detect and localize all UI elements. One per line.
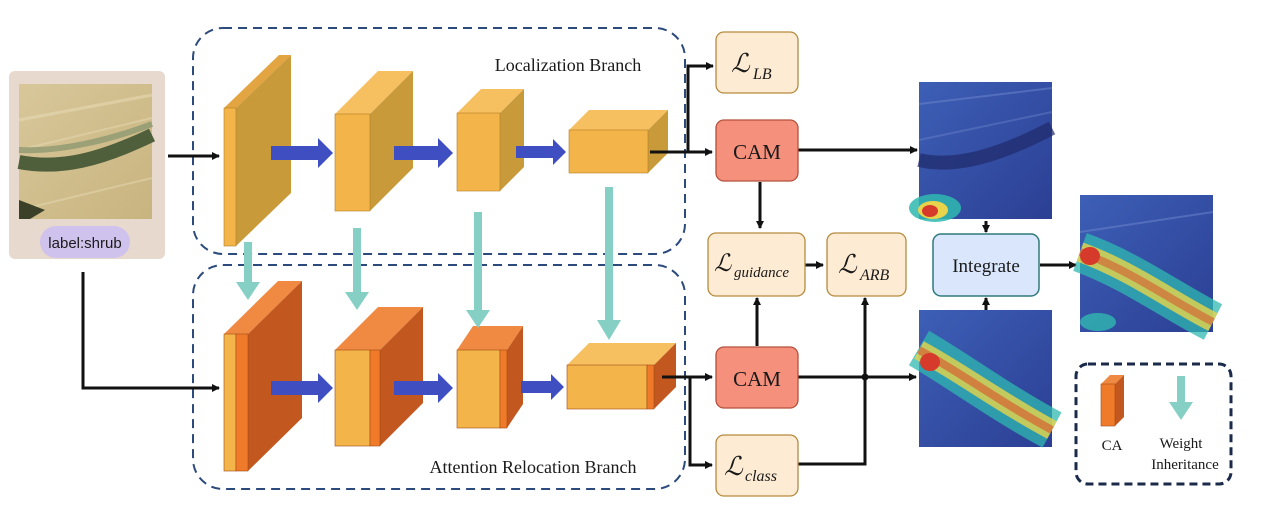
flow-arrow (521, 374, 564, 400)
input-panel: label:shrub (9, 71, 165, 259)
loss-class-box: ℒ class (715, 434, 799, 497)
top-feature-block-4 (568, 110, 668, 174)
ca-legend-swatch (1100, 375, 1124, 427)
weight-inheritance-arrow (345, 228, 369, 310)
flow-arrow (394, 373, 453, 403)
ca-stripe (369, 349, 381, 447)
localization-branch-box (192, 27, 686, 255)
loss-arb-box: ℒ ARB (826, 232, 907, 297)
attention-relocation-branch-label: Attention Relocation Branch (430, 457, 637, 477)
loss-arb-subscript: ARB (859, 267, 890, 284)
ca-stripe (499, 349, 508, 429)
flow-arrow (271, 138, 333, 168)
connectors (81, 62, 1077, 469)
weight-legend-line1: Weight (1160, 436, 1204, 452)
weight-inheritance-legend-arrow (1169, 376, 1193, 420)
cam-bottom-box: CAM (715, 346, 799, 409)
integrated-heatmap (1072, 195, 1223, 340)
loss-guidance-symbol: ℒ (714, 249, 732, 277)
flow-arrow (516, 139, 566, 165)
integrate-box: Integrate (932, 233, 1040, 297)
weight-legend-line2: Inheritance (1151, 457, 1219, 473)
input-label: label:shrub (48, 235, 121, 252)
loss-lb-symbol: ℒ (731, 49, 751, 79)
legend: CA Weight Inheritance (1074, 362, 1233, 486)
loss-arb-symbol: ℒ (838, 250, 858, 280)
loss-class-symbol: ℒ (724, 452, 744, 482)
ca-stripe (646, 364, 655, 410)
loss-lb-subscript: LB (752, 66, 772, 83)
weight-inheritance-arrows (236, 187, 621, 340)
cam-heatmap-top (909, 82, 1056, 222)
top-feature-block-2 (334, 71, 413, 212)
loss-lb-box: ℒ LB (715, 31, 799, 94)
input-aerial-image (17, 84, 156, 219)
weight-inheritance-arrow (466, 212, 490, 328)
bottom-feature-block-1 (223, 281, 302, 472)
ca-legend-label: CA (1102, 438, 1123, 454)
cam-top-label: CAM (733, 140, 781, 164)
ca-stripe (235, 333, 249, 472)
label-pill (40, 226, 130, 258)
cam-top-box: CAM (715, 119, 799, 182)
top-feature-block-3 (456, 89, 524, 192)
cam-heatmap-bottom (908, 310, 1062, 448)
localization-branch-label: Localization Branch (495, 55, 641, 75)
flow-arrow (394, 138, 453, 168)
flow-arrow (271, 373, 333, 403)
weight-inheritance-arrow (236, 242, 260, 300)
integrate-label: Integrate (952, 256, 1020, 277)
weight-inheritance-arrow (597, 187, 621, 340)
bottom-feature-block-2 (334, 307, 423, 447)
loss-class-subscript: class (745, 468, 777, 485)
loss-guidance-subscript: guidance (734, 265, 789, 281)
top-feature-block-1 (223, 55, 291, 247)
junction-dot (861, 373, 869, 381)
flow-arrows (271, 138, 566, 403)
bottom-feature-block-3 (456, 326, 523, 429)
loss-guidance-box: ℒ guidance (707, 232, 806, 297)
cam-bottom-label: CAM (733, 367, 781, 391)
bottom-feature-block-4 (566, 343, 676, 410)
